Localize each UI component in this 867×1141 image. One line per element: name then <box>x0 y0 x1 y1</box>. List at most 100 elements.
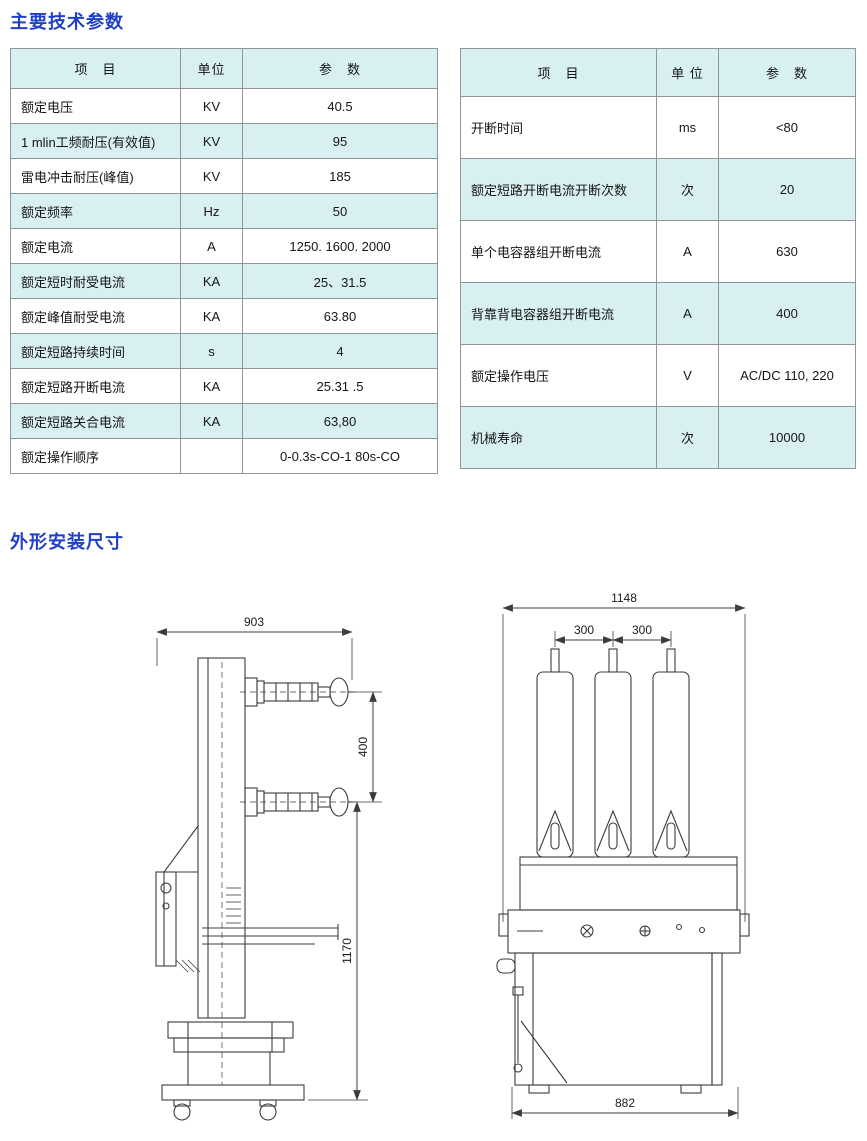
table-row: 机械寿命 次 10000 <box>460 406 856 469</box>
cell-item: 雷电冲击耐压(峰值) <box>10 158 181 194</box>
table-row: 额定电压 KV 40.5 <box>10 88 438 124</box>
front-view-dimensions: 1148 300 300 882 <box>502 591 746 1119</box>
cell-item: 额定电流 <box>10 228 181 264</box>
cell-unit <box>180 438 243 474</box>
cell-param: 95 <box>242 123 438 159</box>
breaker-front-structure <box>496 648 750 1094</box>
col-header-unit: 单位 <box>180 48 243 89</box>
table-row: 额定短路开断电流开断次数 次 20 <box>460 158 856 221</box>
cell-unit: ms <box>656 96 719 159</box>
front-view-drawing: 1148 300 300 882 <box>496 591 750 1119</box>
dimension-label-phase-spacing-2: 300 <box>632 623 652 637</box>
col-header-item: 项 目 <box>10 48 181 89</box>
table-row: 开断时间 ms <80 <box>460 96 856 159</box>
side-view-drawing: 903 400 1170 <box>155 615 382 1121</box>
cell-unit: 次 <box>656 406 719 469</box>
section-title-tech-params: 主要技术参数 <box>10 12 124 32</box>
col-header-item: 项 目 <box>460 48 657 97</box>
cell-unit: V <box>656 344 719 407</box>
base-frame <box>161 1021 305 1121</box>
dimension-label-width: 903 <box>244 615 264 629</box>
col-header-param: 参 数 <box>718 48 856 97</box>
cell-item: 额定操作顺序 <box>10 438 181 474</box>
dimension-label-base-width: 882 <box>615 1096 635 1110</box>
cell-item: 开断时间 <box>460 96 657 159</box>
tech-params-table-right: 项 目 单 位 参 数 开断时间 ms <80 额定短路开断电流开断次数 次 2… <box>460 48 856 469</box>
cell-item: 背靠背电容器组开断电流 <box>460 282 657 345</box>
side-view-dimensions: 903 400 1170 <box>156 615 382 1101</box>
cell-param: 50 <box>242 193 438 229</box>
cell-unit: KA <box>180 263 243 299</box>
table-row: 额定短路开断电流 KA 25.31 .5 <box>10 368 438 404</box>
cell-param: 0-0.3s-CO-1 80s-CO <box>242 438 438 474</box>
table-row: 额定电流 A 1250. 1600. 2000 <box>10 228 438 264</box>
cell-param: <80 <box>718 96 856 159</box>
cell-unit: KV <box>180 123 243 159</box>
cell-unit: KV <box>180 88 243 124</box>
table-row: 额定操作顺序 0-0.3s-CO-1 80s-CO <box>10 438 438 474</box>
table-row: 1 mlin工频耐压(有效值) KV 95 <box>10 123 438 159</box>
cell-param: 25.31 .5 <box>242 368 438 404</box>
cell-item: 额定频率 <box>10 193 181 229</box>
cell-unit: KV <box>180 158 243 194</box>
operating-mechanism <box>155 825 339 973</box>
table-header-row: 项 目 单 位 参 数 <box>460 48 856 97</box>
cell-param: 63.80 <box>242 298 438 334</box>
lower-bushing <box>240 787 356 817</box>
cell-unit: s <box>180 333 243 369</box>
cell-unit: KA <box>180 403 243 439</box>
cell-item: 额定峰值耐受电流 <box>10 298 181 334</box>
cell-param: 25、31.5 <box>242 263 438 299</box>
frame-row <box>498 909 750 954</box>
col-header-unit: 单 位 <box>656 48 719 97</box>
table-row: 额定短路关合电流 KA 63,80 <box>10 403 438 439</box>
cell-item: 额定短路开断电流开断次数 <box>460 158 657 221</box>
cell-item: 1 mlin工频耐压(有效值) <box>10 123 181 159</box>
cell-param: 4 <box>242 333 438 369</box>
mounting-plate <box>519 856 738 911</box>
cell-item: 额定电压 <box>10 88 181 124</box>
cell-unit: A <box>656 220 719 283</box>
cell-unit: Hz <box>180 193 243 229</box>
pole-column-3 <box>652 671 690 858</box>
cell-param: 63,80 <box>242 403 438 439</box>
table-row: 额定频率 Hz 50 <box>10 193 438 229</box>
col-header-param: 参 数 <box>242 48 438 89</box>
cell-param: 400 <box>718 282 856 345</box>
cell-item: 额定短路开断电流 <box>10 368 181 404</box>
cell-unit: A <box>656 282 719 345</box>
upper-bushing <box>240 677 356 707</box>
table-header-row: 项 目 单位 参 数 <box>10 48 438 89</box>
pole-column-2 <box>594 671 632 858</box>
table-row: 额定操作电压 V AC/DC 110, 220 <box>460 344 856 407</box>
dimension-label-bushing-spacing: 400 <box>356 737 370 757</box>
section-title-dimensions: 外形安装尺寸 <box>10 532 124 552</box>
dimension-label-overall-width: 1148 <box>611 591 637 605</box>
cell-item: 额定短路关合电流 <box>10 403 181 439</box>
cell-unit: KA <box>180 298 243 334</box>
cell-item: 额定短路持续时间 <box>10 333 181 369</box>
cell-param: 40.5 <box>242 88 438 124</box>
cell-param: 10000 <box>718 406 856 469</box>
cell-item: 机械寿命 <box>460 406 657 469</box>
table-row: 额定短路持续时间 s 4 <box>10 333 438 369</box>
table-row: 单个电容器组开断电流 A 630 <box>460 220 856 283</box>
dimension-label-height: 1170 <box>340 938 354 964</box>
table-row: 额定短时耐受电流 KA 25、31.5 <box>10 263 438 299</box>
breaker-side-structure <box>155 657 356 1121</box>
cell-unit: 次 <box>656 158 719 221</box>
cell-param: 20 <box>718 158 856 221</box>
lower-cabinet <box>496 952 723 1094</box>
cell-unit: KA <box>180 368 243 404</box>
cell-item: 额定操作电压 <box>460 344 657 407</box>
table-row: 雷电冲击耐压(峰值) KV 185 <box>10 158 438 194</box>
cell-param: 1250. 1600. 2000 <box>242 228 438 264</box>
tech-params-table-left: 项 目 单位 参 数 额定电压 KV 40.5 1 mlin工频耐压(有效值) … <box>10 48 438 474</box>
cell-item: 额定短时耐受电流 <box>10 263 181 299</box>
cell-unit: A <box>180 228 243 264</box>
cell-param: 630 <box>718 220 856 283</box>
cell-param: AC/DC 110, 220 <box>718 344 856 407</box>
pole-column-1 <box>536 671 574 858</box>
cell-param: 185 <box>242 158 438 194</box>
